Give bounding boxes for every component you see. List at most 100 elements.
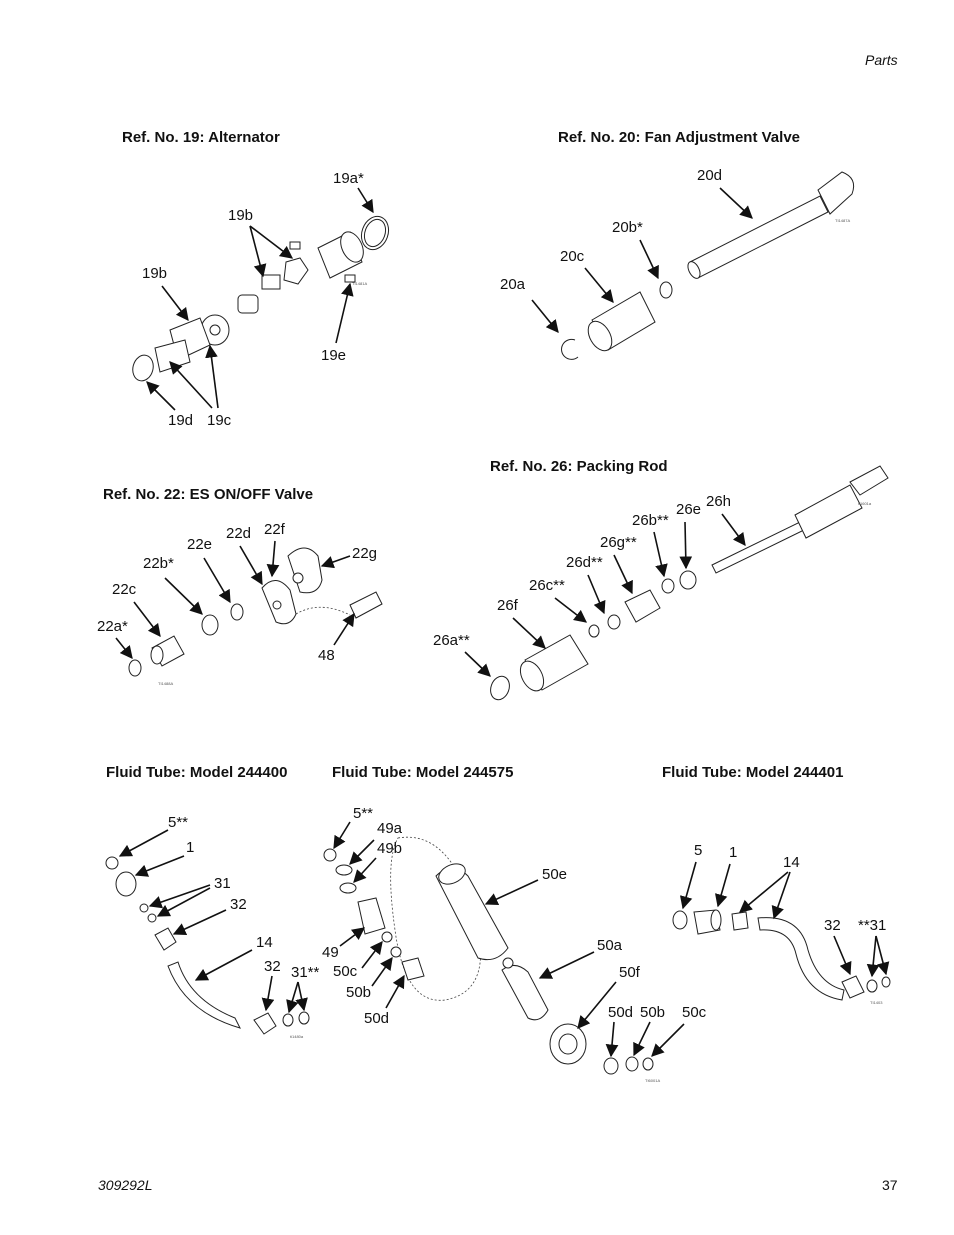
part-32-c (841, 975, 865, 999)
label-26b: 26b** (632, 512, 669, 529)
tube-244575-diagram: TI6001A 5** 49a 49b 50e 49 50c 50b 50d 5… (322, 805, 707, 1083)
label-1-a: 1 (186, 839, 194, 856)
part-22g-lever (287, 547, 323, 594)
label-50f: 50f (619, 964, 641, 981)
label-19b-lower: 19b (142, 265, 167, 282)
label-5-a: 5** (168, 814, 188, 831)
part-22d (230, 603, 244, 621)
label-22b: 22b* (143, 555, 174, 572)
part-26a (490, 675, 510, 701)
part-31-d (298, 1011, 310, 1025)
part-49 (357, 897, 386, 935)
label-50e: 50e (542, 866, 567, 883)
part-19d-ring (132, 354, 154, 382)
label-50b-b: 50b (640, 1004, 665, 1021)
label-14-a: 14 (256, 934, 273, 951)
label-5-c: 5 (694, 842, 702, 859)
part-19b-rotor (283, 257, 309, 285)
part-14-tube (167, 961, 241, 1029)
label-20c: 20c (560, 248, 585, 265)
tube-244401-title: Fluid Tube: Model 244401 (662, 764, 844, 781)
label-26f: 26f (497, 597, 519, 614)
dashed-connection (295, 606, 351, 616)
part-31a (139, 903, 149, 913)
part-5 (105, 856, 119, 870)
part-20d-knob (817, 171, 855, 215)
label-49b: 49b (377, 840, 402, 857)
part-49a (335, 864, 353, 876)
label-20d: 20d (697, 167, 722, 184)
tube-244401-diagram: TI1403 5 1 14 32 **31 (672, 842, 891, 1005)
label-22d: 22d (226, 525, 251, 542)
fan-valve-title: Ref. No. 20: Fan Adjustment Valve (558, 129, 800, 146)
part-50c-a (381, 931, 393, 943)
alternator-title: Ref. No. 19: Alternator (122, 129, 280, 146)
part-26c (588, 624, 600, 638)
label-32-a: 32 (230, 896, 247, 913)
part-26h-rod (711, 521, 805, 574)
part-49b (339, 882, 357, 894)
label-50a: 50a (597, 937, 623, 954)
tube-244400-code: ti1480a (290, 1034, 304, 1039)
doc-number: 309292L (98, 1177, 153, 1193)
part-31b (147, 913, 157, 923)
part-19c-coil (154, 339, 191, 373)
part-50c-b (642, 1057, 654, 1071)
tube-244575-title: Fluid Tube: Model 244575 (332, 764, 514, 781)
label-31-b: 31** (291, 964, 320, 981)
label-49a: 49a (377, 820, 403, 837)
part-50b-b (625, 1056, 639, 1072)
section-header: Parts (865, 52, 898, 68)
part-19e (344, 274, 356, 283)
part-26e (679, 570, 697, 590)
label-20b: 20b* (612, 219, 643, 236)
part-50b-a (390, 946, 402, 958)
part-26d (607, 614, 621, 630)
label-1-c: 1 (729, 844, 737, 861)
part-26b (661, 578, 675, 594)
alternator-code: TI1481A (352, 281, 367, 286)
part-50d-a (401, 957, 425, 981)
es-valve-title: Ref. No. 22: ES ON/OFF Valve (103, 486, 314, 503)
label-22c: 22c (112, 581, 137, 598)
part-20a-clip (561, 338, 579, 360)
part-50a-spring (501, 965, 549, 1021)
part-22a (128, 659, 142, 677)
part-1 (115, 871, 137, 897)
part-48-screw (349, 591, 383, 619)
part-31-e (866, 979, 878, 993)
label-31-c: **31 (858, 917, 886, 934)
part-5-b (323, 848, 337, 862)
label-5-b: 5** (353, 805, 373, 822)
part-sleeve (237, 294, 259, 314)
tube-244400-diagram: ti1480a 5** 1 31 32 14 32 31** (105, 814, 320, 1039)
label-50d-b: 50d (608, 1004, 633, 1021)
label-19e: 19e (321, 347, 346, 364)
label-22a: 22a* (97, 618, 128, 635)
part-32a (154, 927, 177, 951)
part-bearing (261, 274, 281, 290)
label-26d: 26d** (566, 554, 603, 571)
part-32b (253, 1012, 277, 1035)
part-20b-oring (659, 281, 673, 299)
tube-244575-code: TI6001A (645, 1078, 660, 1083)
label-48: 48 (318, 647, 335, 664)
packing-rod-diagram: ti1601a 26h 26e 26b** 26g** 26d** 26c** … (433, 465, 889, 701)
label-20a: 20a (500, 276, 526, 293)
label-22g: 22g (352, 545, 377, 562)
label-50b-a: 50b (346, 984, 371, 1001)
part-19b-upper (289, 241, 301, 250)
part-26h-spring (794, 484, 863, 539)
part-5-c (672, 910, 688, 930)
es-valve-code: TI1488A (158, 681, 173, 686)
label-19d: 19d (168, 412, 193, 429)
label-26g: 26g** (600, 534, 637, 551)
tube-244400-title: Fluid Tube: Model 244400 (106, 764, 288, 781)
label-26c: 26c** (529, 577, 565, 594)
label-19b-upper: 19b (228, 207, 253, 224)
label-26a: 26a** (433, 632, 470, 649)
label-14-c: 14 (783, 854, 800, 871)
part-14-fitting (731, 911, 749, 931)
label-26h: 26h (706, 493, 731, 510)
